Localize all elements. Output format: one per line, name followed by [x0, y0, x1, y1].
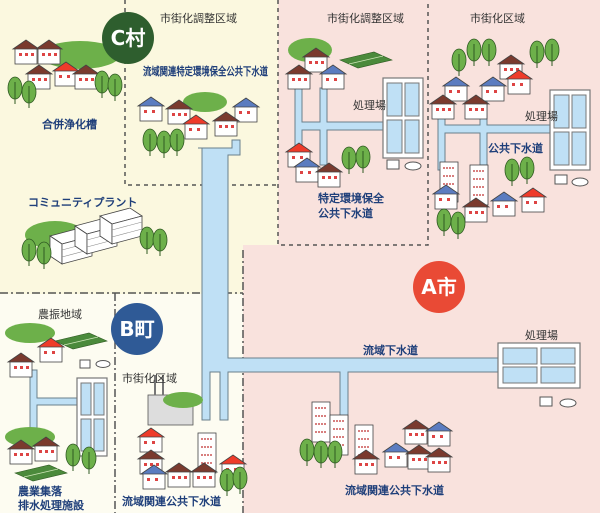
a-adjust-zone-label: 市街化調整区域 — [327, 11, 404, 25]
community-plant-label: コミュニティプラント — [28, 195, 137, 209]
specific-sewer-label-2: 公共下水道 — [318, 206, 373, 220]
public-sewer-label: 公共下水道 — [488, 141, 543, 155]
specific-sewer-label-1: 特定環境保全 — [318, 191, 385, 205]
specific-sewer-houses-c — [137, 92, 260, 159]
basin-sewer-label: 流域下水道 — [363, 343, 418, 357]
rural-facility-label-2: 排水処理施設 — [18, 498, 85, 512]
treatment-plant-adjust — [382, 77, 424, 171]
a-city-badge: A市 — [413, 261, 465, 313]
c-village-badge-label: C村 — [111, 26, 146, 50]
c-specific-sewer-label: 流域関連特定環境保全公共下水道 — [143, 64, 268, 78]
b-basin-related-label: 流域関連公共下水道 — [122, 494, 221, 508]
plant-right-label: 処理場 — [525, 110, 558, 123]
c-village-badge: C村 — [102, 12, 154, 64]
treatment-plant-urban — [549, 89, 591, 187]
plant-left-label: 処理場 — [353, 99, 386, 112]
septic-label: 合併浄化槽 — [42, 117, 97, 131]
treatment-plant-basin — [497, 342, 581, 408]
b-town-urban-houses — [137, 375, 248, 497]
septic-houses — [7, 39, 123, 109]
basin-plant-label: 処理場 — [525, 329, 558, 342]
treatment-plant-rural — [76, 359, 111, 457]
adjust-zone-houses — [285, 38, 393, 188]
rural-facility-label-1: 農業集落 — [18, 484, 63, 498]
agri-zone-houses — [5, 323, 108, 482]
b-town-badge: B町 — [111, 303, 163, 355]
a-city-badge-label: A市 — [421, 275, 456, 299]
b-urban-zone-label: 市街化区域 — [122, 371, 177, 385]
agri-zone-label: 農振地域 — [38, 307, 82, 321]
community-plant-apartments — [21, 207, 168, 270]
c-zone-label: 市街化調整区域 — [160, 11, 237, 25]
a-basin-related-label: 流域関連公共下水道 — [345, 483, 444, 497]
a-urban-zone-label: 市街化区域 — [470, 11, 525, 25]
b-town-badge-label: B町 — [119, 317, 154, 341]
